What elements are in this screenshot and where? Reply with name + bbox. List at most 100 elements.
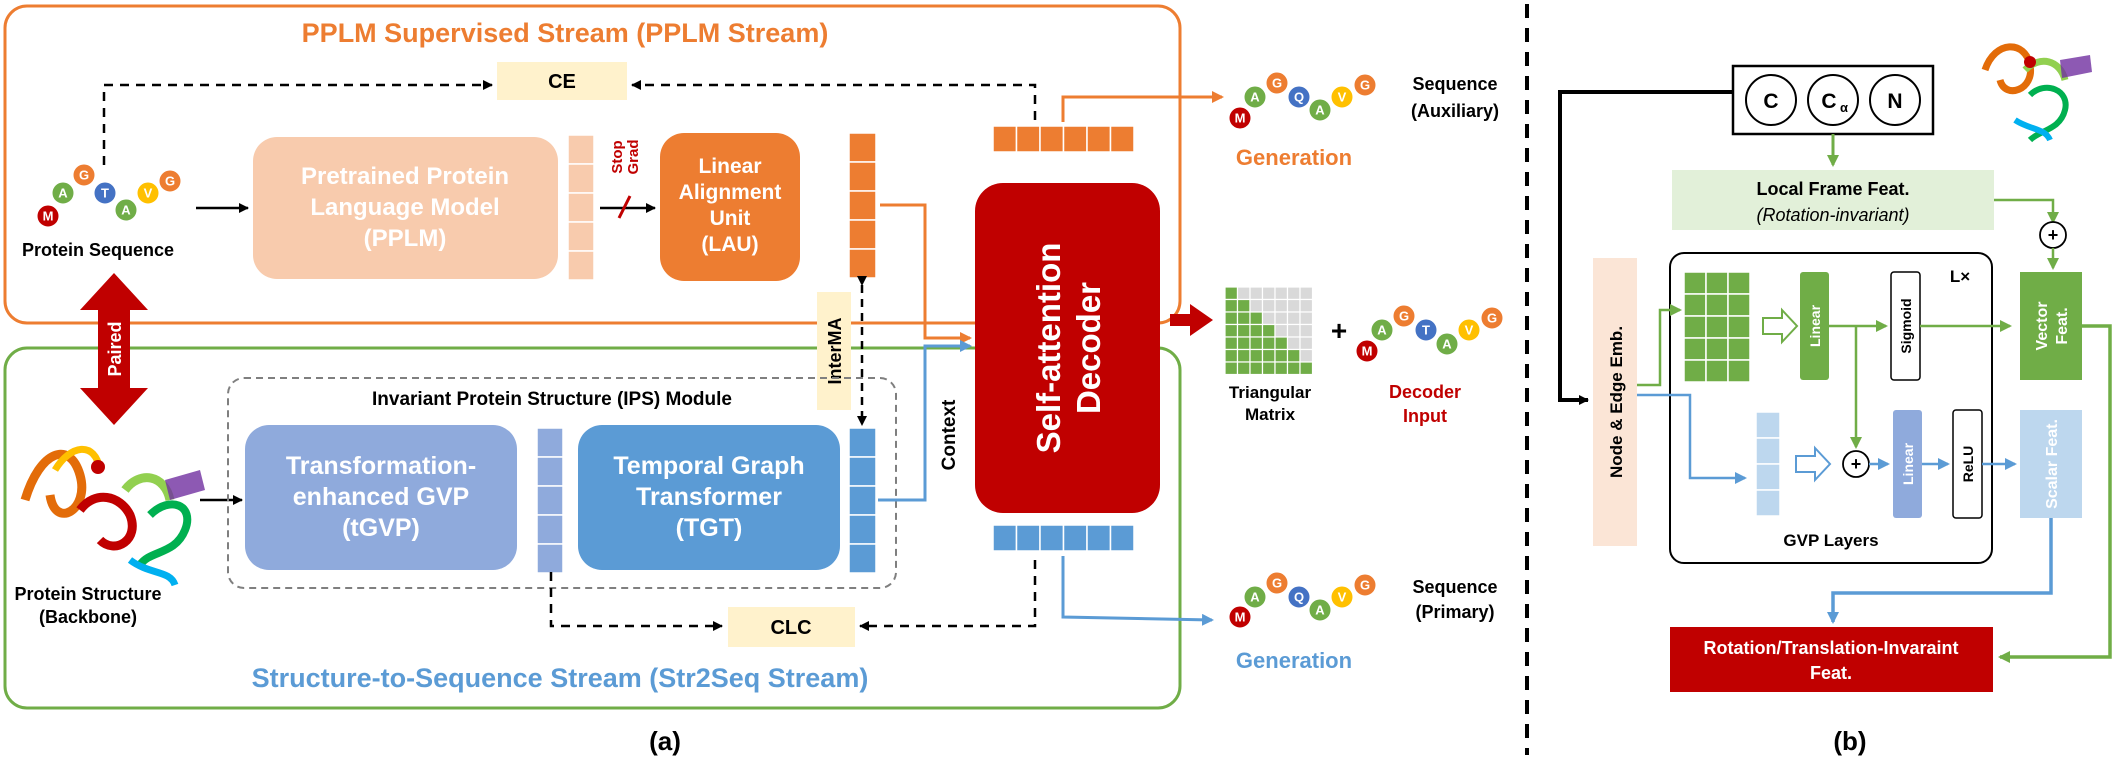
tgt-emb-cell — [848, 485, 877, 516]
vector-grid-cell — [1683, 337, 1707, 361]
scalar-emb-cell — [1755, 489, 1781, 517]
aux-seq-residue-letter: G — [1272, 76, 1282, 91]
tgt-line3: (TGT) — [676, 514, 743, 542]
input-seq-residue — [93, 181, 117, 205]
clc-label: CLC — [770, 617, 811, 639]
input-seq-residue-letter: A — [121, 203, 131, 218]
decoder-in-seq-residue — [1392, 304, 1416, 328]
vector-grid-cell — [1727, 315, 1751, 339]
vector-grid-cell — [1727, 337, 1751, 361]
node-edge-emb-label: Node & Edge Emb. — [1607, 326, 1626, 478]
decoder-in-seq-residue-letter: G — [1487, 311, 1497, 326]
ips-module-title: Invariant Protein Structure (IPS) Module — [372, 389, 732, 410]
triangular-matrix-cell — [1274, 311, 1289, 326]
triangular-matrix-cell — [1274, 298, 1289, 313]
triangular-matrix-cell — [1224, 323, 1239, 338]
atom-c — [1745, 74, 1797, 126]
generation-aux-label: Generation — [1236, 145, 1352, 170]
triangular-matrix-cell — [1236, 348, 1251, 363]
local-frame-label: Local Frame Feat. — [1756, 179, 1909, 199]
decoder-line2: Decoder — [1070, 282, 1107, 414]
primary-seq-residue — [1265, 571, 1289, 595]
triangular-matrix-cell — [1274, 286, 1289, 301]
lau-emb-cell — [848, 190, 877, 221]
scalar-feat-label: Scalar Feat. — [2044, 419, 2061, 509]
triangular-matrix-cell — [1224, 311, 1239, 326]
primary-seq-residue-letter: G — [1272, 576, 1282, 591]
triangular-matrix-cell — [1299, 348, 1314, 363]
primary-seq-residue — [1228, 605, 1252, 629]
lau-emb-cell — [848, 248, 877, 279]
triangular-matrix-cell — [1236, 323, 1251, 338]
primary-seq-residue-letter: A — [1315, 603, 1325, 618]
vector-grid-cell — [1683, 315, 1707, 339]
triangular-matrix-cell — [1261, 323, 1276, 338]
paired-label: Paired — [105, 321, 125, 376]
triangular-matrix-cell — [1249, 323, 1264, 338]
lau-emb-cell — [848, 219, 877, 250]
decoder-aux-out-cell — [1086, 125, 1112, 153]
decoder-in-seq-residue-letter: A — [1377, 323, 1387, 338]
hollow-arrow-green — [1762, 307, 1799, 345]
triangular-matrix-cell — [1286, 348, 1301, 363]
linear-green-label: Linear — [1807, 304, 1823, 347]
decoder-aux-out-cell — [1039, 125, 1065, 153]
input-seq-residue-letter: A — [58, 186, 68, 201]
triangular-matrix-cell — [1261, 298, 1276, 313]
tgvp-emb-cell — [536, 543, 564, 574]
aux-seq-residue-letter: A — [1250, 90, 1260, 105]
triangular-matrix-cell — [1236, 361, 1251, 376]
aux-seq-residue-letter: G — [1360, 78, 1370, 93]
tgvp-emb-cell — [536, 485, 564, 516]
triangular-matrix-cell — [1224, 361, 1239, 376]
pplm-box — [253, 137, 558, 279]
self-attention-decoder — [975, 183, 1160, 513]
add-circle-inner-sign: + — [1851, 454, 1862, 474]
caption-a: (a) — [649, 726, 681, 756]
pplm-stream-frame — [3, 4, 1182, 325]
input-seq-residue — [114, 198, 138, 222]
local-frame-sublabel: (Rotation-invariant) — [1756, 205, 1909, 225]
pplm-box-line3: (PPLM) — [364, 225, 447, 252]
triangular-matrix-cell — [1286, 336, 1301, 351]
decoder-primary-out-cell — [1086, 524, 1112, 552]
str2seq-stream-title: Structure-to-Sequence Stream (Str2Seq St… — [252, 663, 869, 693]
input-seq-residue — [51, 181, 75, 205]
decoder-in-seq-residue — [1457, 318, 1481, 342]
decoder-primary-out-cell — [1015, 524, 1041, 552]
atom-c-alpha — [1807, 74, 1859, 126]
tgvp-emb-cell — [536, 514, 564, 545]
decoder-in-seq-residue-letter: T — [1422, 323, 1430, 338]
lau-emb-cell — [848, 132, 877, 163]
caption-b: (b) — [1833, 726, 1866, 756]
scalar-emb-cell — [1755, 463, 1781, 491]
lau-line4: (LAU) — [701, 233, 758, 256]
decoder-input-sublabel: Input — [1403, 406, 1447, 426]
decoder-in-seq-residue — [1355, 339, 1379, 363]
primary-seq-residue-letter: V — [1338, 590, 1347, 605]
input-seq-residue — [72, 163, 96, 187]
str2seq-stream-frame — [3, 346, 1182, 710]
decoder-in-seq-residue-letter: G — [1399, 309, 1409, 324]
tgvp-line3: (tGVP) — [342, 514, 420, 542]
pplm-box-line1: Pretrained Protein — [301, 163, 509, 190]
triangular-matrix-cell — [1286, 298, 1301, 313]
triangular-matrix-cell — [1236, 336, 1251, 351]
triangular-matrix-cell — [1274, 348, 1289, 363]
hollow-arrow-blue — [1795, 445, 1832, 483]
triangular-matrix-cell — [1274, 361, 1289, 376]
ce-loss-box — [497, 62, 627, 100]
triangular-matrix-cell — [1286, 323, 1301, 338]
triangular-matrix-cell — [1249, 336, 1264, 351]
triangular-matrix — [1224, 286, 1314, 376]
context-label: Context — [939, 399, 960, 470]
scalar-emb-cell — [1755, 411, 1781, 439]
local-frame-box — [1672, 170, 1994, 230]
triangular-matrix-cell — [1299, 361, 1314, 376]
aux-seq-residue — [1243, 85, 1267, 109]
aux-seq-residue — [1353, 73, 1377, 97]
triangular-matrix-cell — [1236, 298, 1251, 313]
plus-sign: + — [1331, 315, 1347, 346]
